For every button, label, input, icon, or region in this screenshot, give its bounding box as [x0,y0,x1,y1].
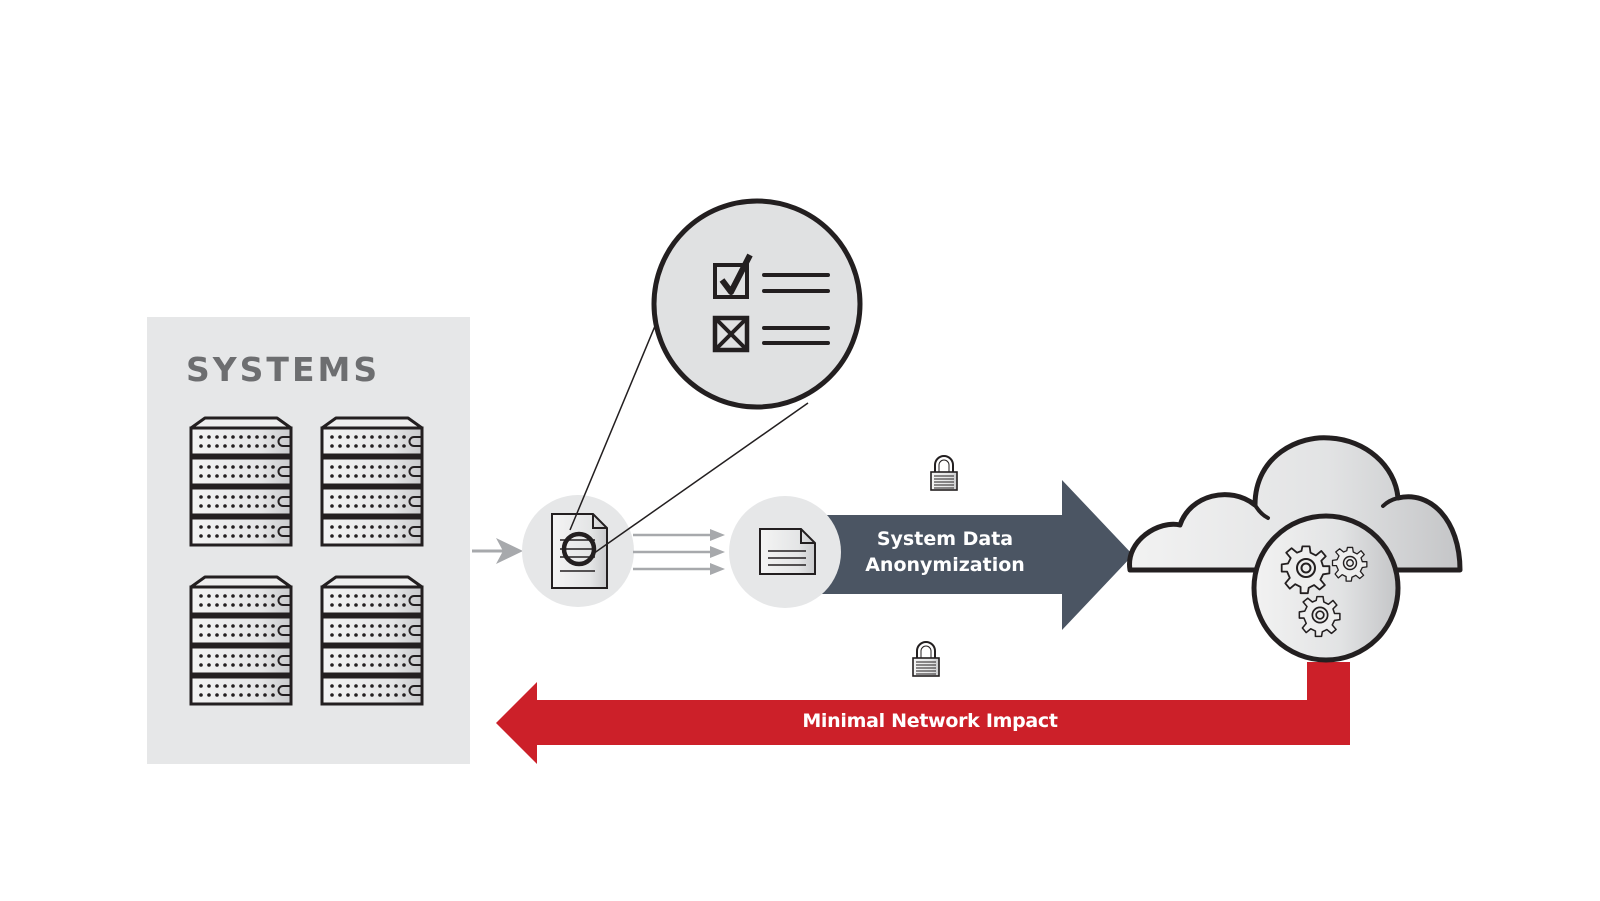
padlock-icon [930,455,958,491]
checklist-lines [762,273,830,345]
callout-line [569,289,671,531]
server-rack-icon [322,577,422,704]
server-rack-icon [191,418,291,545]
transfer-arrows [633,529,725,575]
callout-line [589,402,809,557]
padlock-icon [912,641,940,677]
server-rack-icon [191,577,291,704]
document-icon [759,528,816,575]
processing-circle [1251,513,1401,663]
upload-arrow [820,480,1133,630]
server-rack-icon [322,418,422,545]
network-impact-label: Minimal Network Impact [802,710,1058,732]
anonymization-label-line1: System Data [876,528,1014,550]
checkbox-checked-icon [713,253,753,299]
anonymization-label-line2: Anonymization [865,554,1025,576]
checkbox-x-icon [712,315,750,353]
checklist-zoom-circle [651,198,863,410]
input-arrow [472,538,523,564]
magnifier-icon [561,531,597,567]
anonymization-label: System Data Anonymization [830,526,1060,578]
document-inspect-icon [551,513,608,589]
systems-title: SYSTEMS [186,350,381,389]
return-arrow [496,662,1350,764]
